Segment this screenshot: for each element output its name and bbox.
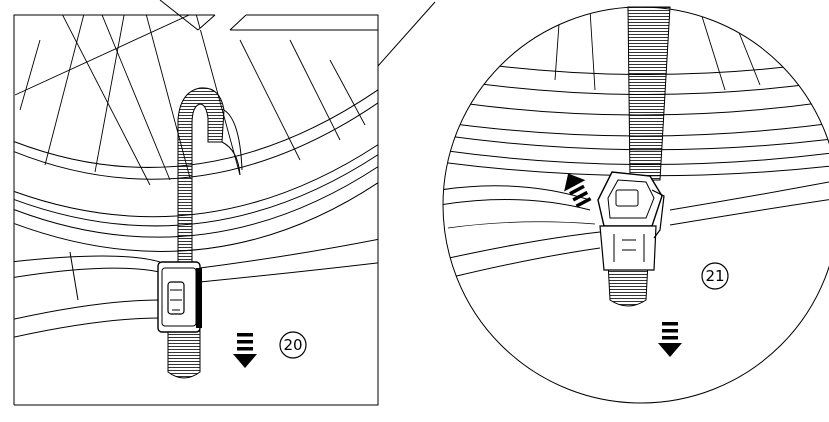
panel-step-21: 21: [442, 6, 829, 404]
pull-down-arrow-icon: [233, 333, 257, 368]
zoom-callout-lines: [159, 0, 436, 68]
wheel-scene-left: [14, 15, 378, 339]
step-number-21: 21: [701, 262, 729, 290]
step-number-20-text: 20: [283, 336, 302, 354]
bike-frame-right: [443, 179, 829, 281]
pull-down-arrow-icon-right: [658, 322, 682, 357]
strap-right: [607, 6, 671, 307]
buckle-left: [157, 261, 202, 333]
lift-lever-arrow-icon: [564, 173, 592, 208]
buckle-right-open: [597, 171, 665, 271]
strap-left: [167, 87, 243, 379]
panel-step-20: 20: [13, 0, 436, 406]
step-number-20: 20: [279, 331, 307, 359]
wheel-rim: [14, 84, 378, 252]
bike-frame: [14, 237, 378, 339]
wheel-spokes: [14, 15, 366, 186]
step-number-21-text: 21: [705, 267, 724, 285]
